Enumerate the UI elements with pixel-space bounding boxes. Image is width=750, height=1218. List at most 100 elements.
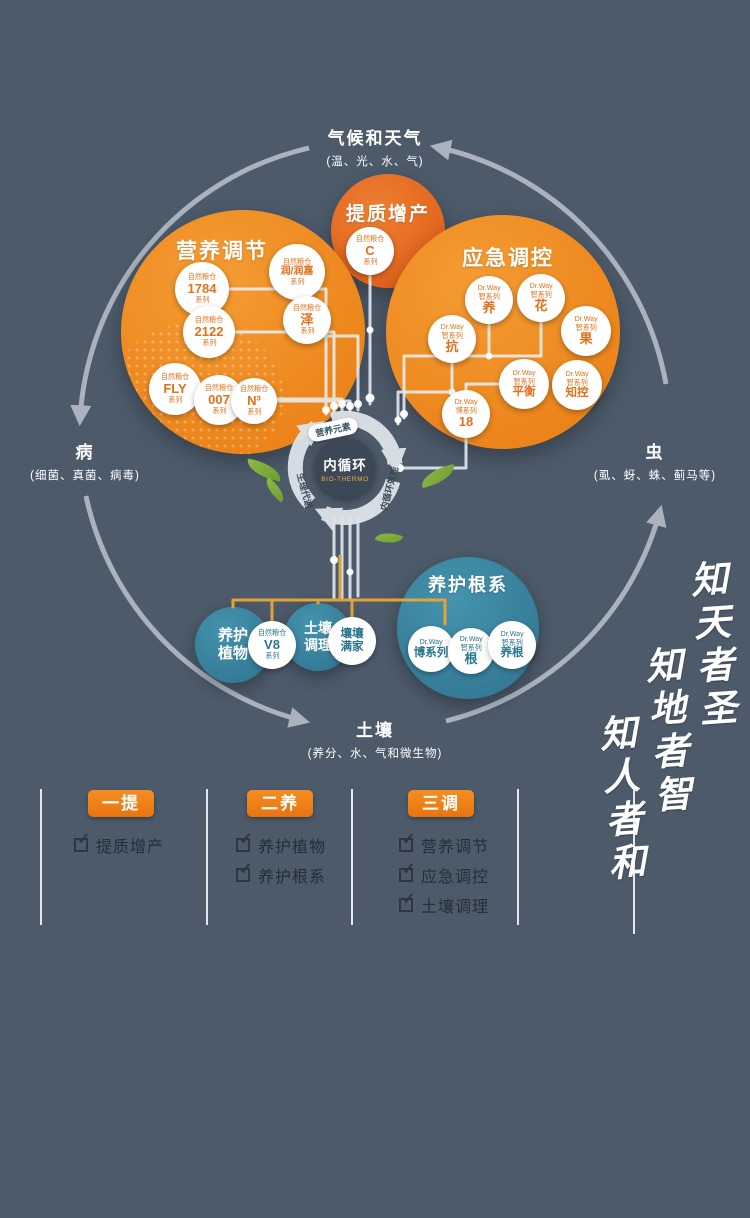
circuit-line	[398, 436, 468, 470]
circuit-line	[200, 287, 328, 416]
product-circle-2122: 自然粮仓 2122 系列	[183, 306, 235, 358]
product-brand: 自然粮仓	[355, 234, 385, 244]
legend-item: ✓ 养护根系	[236, 862, 327, 887]
product-name: FLY	[163, 380, 187, 396]
divider-line	[517, 789, 519, 925]
cycle-label-soil: 土壤 (养分、水、气和微生物)	[275, 716, 475, 761]
cycle-label-sub: (细菌、真菌、病毒)	[30, 470, 140, 482]
legend-item: ✓ 应急调控	[399, 862, 490, 887]
checkbox-checked-icon: ✓	[399, 862, 415, 882]
divider-line	[206, 789, 208, 925]
product-series: 智系列	[566, 377, 588, 387]
legend-item-label: 应急调控	[421, 869, 490, 886]
product-suffix: 系列	[264, 651, 280, 661]
product-name: 润/润嘉	[280, 266, 314, 278]
product-name: 2122	[194, 323, 224, 339]
product-brand: 自然粮仓	[239, 384, 269, 394]
cycle-label-sub: (虱、蚜、蛛、蓟马等)	[593, 470, 717, 482]
product-series: 智系列	[513, 376, 535, 386]
check-glyph: ✓	[77, 831, 91, 848]
cycle-label-title: 土壤	[356, 721, 394, 740]
product-circle-fly: 自然粮仓 FLY 系列	[149, 363, 201, 415]
legend-button-one-improve: 一提	[88, 790, 154, 817]
product-series: 智系列	[478, 291, 500, 301]
legend-button-two-care: 二养	[247, 790, 313, 817]
product-brand: 自然粮仓	[194, 315, 224, 325]
checkbox-checked-icon: ✓	[399, 892, 415, 912]
legend-item: ✓ 养护植物	[236, 831, 326, 857]
legend-item-label: 养护根系	[258, 869, 327, 886]
product-brand: Dr.Way	[500, 629, 524, 638]
product-brand: Dr.Way	[459, 634, 483, 644]
product-series: 智系列	[501, 637, 523, 647]
check-glyph: ✓	[402, 831, 416, 848]
root-care-title: 养护根系	[428, 575, 508, 595]
product-name: 满家	[340, 641, 364, 653]
product-brand: Dr.Way	[512, 368, 536, 377]
product-name: 养	[482, 300, 496, 316]
legend-item-label: 提质增产	[96, 839, 165, 856]
product-name: 1784	[187, 280, 217, 296]
product-circle-way-zhikong: Dr.Way 智系列 知控	[552, 360, 602, 410]
product-brand: 自然粮仓	[282, 257, 312, 266]
product-circle-way-hua: Dr.Way 智系列 花	[517, 274, 565, 322]
product-series: 智系列	[530, 289, 552, 299]
nutrition-cluster-title: 营养调节	[176, 240, 268, 263]
product-circle-way-bo18: Dr.Way 博系列 18	[442, 390, 490, 438]
product-brand: Dr.Way	[419, 637, 443, 647]
checkbox-checked-icon: ✓	[236, 862, 252, 882]
checkbox-checked-icon: ✓	[74, 832, 90, 852]
product-suffix: 系列	[289, 276, 305, 286]
legend-item-label: 土壤调理	[421, 899, 490, 916]
connector-lines-svg	[200, 273, 543, 626]
product-series: 博系列	[455, 405, 477, 415]
cycle-arc-top-to-left	[70, 145, 310, 427]
emergency-cluster-title: 应急调控	[462, 247, 554, 270]
divider-line	[351, 789, 353, 925]
product-name: N³	[247, 392, 261, 408]
product-brand: 自然粮仓	[257, 628, 287, 638]
inner-cycle-badge: 内循环 BIO-THERMO	[315, 438, 375, 498]
outer-cycle-arrows-svg	[70, 139, 669, 728]
product-circle-way-bo: Dr.Way 博系列	[408, 626, 454, 672]
cycle-label-title: 气候和天气	[327, 129, 423, 148]
check-glyph: ✓	[402, 891, 416, 908]
cycle-arc-left-to-bottom	[83, 495, 311, 728]
product-name: 根	[464, 651, 478, 667]
circuit-line	[207, 330, 336, 414]
cycle-arc-right-to-top	[429, 139, 669, 385]
product-brand: 自然粮仓	[292, 303, 322, 313]
product-name: C	[365, 242, 375, 258]
product-suffix: 系列	[211, 406, 227, 416]
legend-item: ✓ 土壤调理	[399, 892, 490, 917]
product-name: 泽	[300, 311, 314, 327]
legend-item-label: 营养调节	[421, 839, 490, 856]
soil-conditioning-label: 土壤调理	[304, 620, 332, 653]
cycle-label-disease: 病 (细菌、真菌、病毒)	[10, 438, 160, 483]
product-circle-run: 自然粮仓 润/润嘉 系列	[269, 244, 325, 300]
product-suffix: 系列	[299, 326, 315, 336]
product-suffix: 系列	[201, 338, 217, 348]
product-brand: Dr.Way	[454, 397, 478, 407]
divider-line	[40, 789, 42, 925]
product-name: 壤壤	[340, 628, 364, 641]
check-glyph: ✓	[239, 831, 253, 848]
calligraphy-divider-line	[633, 786, 635, 934]
product-brand: Dr.Way	[574, 314, 598, 324]
product-name: 知控	[565, 386, 589, 399]
legend-item: ✓ 提质增产	[74, 832, 165, 857]
product-name: 养根	[500, 646, 524, 659]
product-brand: Dr.Way	[529, 281, 553, 291]
product-circle-way-guo: Dr.Way 智系列 果	[561, 306, 611, 356]
product-name: 007	[208, 391, 230, 407]
cycle-label-title: 虫	[645, 443, 665, 462]
product-name: 花	[534, 298, 548, 314]
cycle-arc-bottom-to-right	[445, 504, 667, 724]
checkbox-checked-icon: ✓	[399, 832, 415, 852]
cycle-label-sub: (温、光、水、气)	[326, 156, 424, 168]
inner-cycle-title: 内循环	[323, 457, 367, 473]
product-series: 智系列	[441, 330, 463, 340]
circuit-line	[396, 361, 454, 426]
product-name: 平衡	[512, 385, 536, 398]
